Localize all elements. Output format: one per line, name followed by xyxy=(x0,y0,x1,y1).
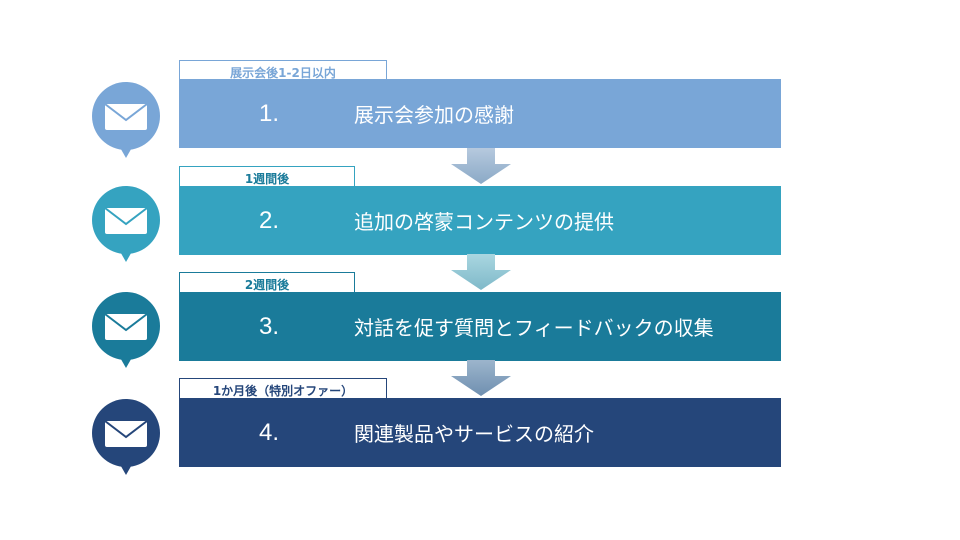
step-title: 対話を促す質問とフィードバックの収集 xyxy=(354,316,714,340)
step-title: 追加の啓蒙コンテンツの提供 xyxy=(354,210,614,234)
step-title: 関連製品やサービスの紹介 xyxy=(354,422,594,446)
down-arrow-icon xyxy=(451,148,511,184)
step-title: 展示会参加の感謝 xyxy=(354,103,514,127)
step-1: 展示会後1-2日以内 1. 展示会参加の感謝 xyxy=(0,60,960,170)
step-bar: 1. 展示会参加の感謝 xyxy=(179,79,781,148)
step-4: 1か月後（特別オファー） 4. 関連製品やサービスの紹介 xyxy=(0,378,960,488)
step-bar: 2. 追加の啓蒙コンテンツの提供 xyxy=(179,186,781,255)
down-arrow-icon xyxy=(451,254,511,290)
mail-icon xyxy=(92,399,160,475)
step-number: 4. xyxy=(259,418,280,446)
step-3: 2週間後 3. 対話を促す質問とフィードバックの収集 xyxy=(0,272,960,382)
step-number: 1. xyxy=(259,99,280,127)
mail-icon xyxy=(92,292,160,368)
step-number: 2. xyxy=(259,206,280,234)
mail-icon xyxy=(92,82,160,158)
step-bar: 4. 関連製品やサービスの紹介 xyxy=(179,398,781,467)
step-number: 3. xyxy=(259,312,280,340)
mail-icon xyxy=(92,186,160,262)
step-bar: 3. 対話を促す質問とフィードバックの収集 xyxy=(179,292,781,361)
down-arrow-icon xyxy=(451,360,511,396)
step-2: 1週間後 2. 追加の啓蒙コンテンツの提供 xyxy=(0,166,960,276)
